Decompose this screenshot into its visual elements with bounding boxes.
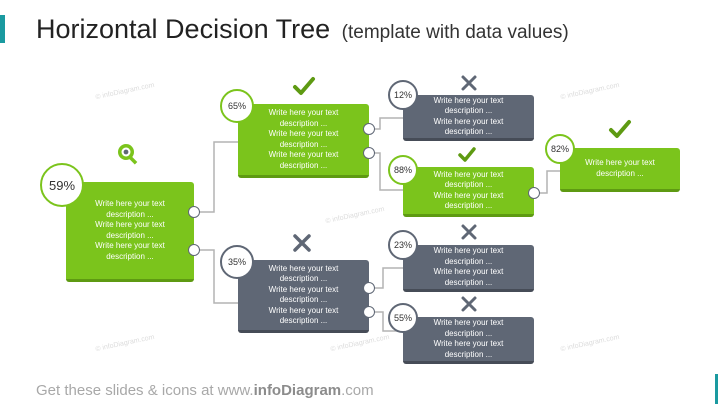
node-text: description ...: [444, 180, 493, 189]
connector-dot: [188, 244, 200, 256]
node-text: description ...: [279, 118, 328, 128]
footer-start: Get these slides & icons at www.: [36, 382, 254, 399]
node-text: Write here your text: [433, 95, 504, 105]
edge-accent-mark: [715, 374, 718, 404]
upper-b-node: Write here your text description ... Wri…: [403, 167, 534, 217]
percent-badge: 82%: [545, 134, 575, 164]
node-text: description ...: [279, 160, 328, 170]
connector-root-upper: [194, 141, 238, 213]
node-text: Write here your text: [95, 220, 165, 229]
node-text: description ...: [444, 328, 493, 338]
node-text: Write here your text: [433, 190, 504, 200]
node-text: description ...: [444, 106, 493, 115]
node-text: Write here your text: [268, 108, 339, 117]
node-text: Write here your text: [268, 284, 339, 294]
connector-dot: [363, 306, 375, 318]
percent-badge: 88%: [388, 155, 418, 185]
check-icon: [609, 120, 631, 138]
percent-badge: 23%: [388, 230, 418, 260]
node-text: description ...: [279, 139, 328, 149]
footer-text: Get these slides & icons at www.infoDiag…: [36, 382, 374, 399]
cross-icon: [461, 224, 477, 240]
node-text: description ...: [444, 201, 493, 210]
upper-node: Write here your text description ... Wri…: [238, 104, 369, 178]
node-text: Write here your text: [268, 305, 339, 315]
percent-badge: 35%: [220, 245, 254, 279]
connector-lower-a: [369, 267, 403, 289]
connector-dot: [363, 147, 375, 159]
percent-badge: 65%: [220, 89, 254, 123]
lower-a-node: Write here your text description ... Wri…: [403, 245, 534, 292]
root-node: Write here your text description ... Wri…: [66, 182, 194, 282]
title-main: Horizontal Decision Tree: [36, 14, 331, 44]
node-text: Write here your text: [433, 116, 504, 126]
node-text: Write here your text: [585, 158, 655, 167]
footer-brand: infoDiagram: [253, 382, 342, 399]
percent-badge: 55%: [388, 303, 418, 333]
node-text: Write here your text: [433, 318, 504, 327]
node-text: Write here your text: [433, 339, 504, 348]
node-text: Write here your text: [268, 129, 339, 138]
final-node: Write here your text description ...: [560, 148, 680, 192]
node-text: Write here your text: [95, 199, 165, 208]
node-text: Write here your text: [268, 150, 339, 159]
check-icon: [458, 147, 476, 162]
title-accent-bar: [0, 15, 5, 43]
node-text: description ...: [444, 349, 493, 359]
node-text: description ...: [106, 209, 154, 219]
search-icon: [118, 144, 138, 165]
cross-icon: [293, 234, 311, 252]
connector-dot: [363, 123, 375, 135]
node-text: Write here your text: [95, 241, 165, 250]
upper-a-node: Write here your text description ... Wri…: [403, 95, 534, 141]
node-text: description ...: [444, 256, 493, 266]
connector-dot: [528, 187, 540, 199]
node-text: description ...: [279, 274, 328, 283]
page-title: Horizontal Decision Tree (template with …: [36, 14, 569, 45]
node-text: description ...: [444, 277, 493, 287]
node-text: description ...: [106, 230, 154, 240]
percent-badge: 59%: [40, 163, 84, 207]
cross-icon: [461, 296, 477, 312]
node-text: Write here your text: [433, 246, 504, 255]
connector-dot: [363, 282, 375, 294]
node-text: description ...: [279, 316, 328, 325]
connector-b-final: [534, 170, 560, 194]
connector-lower-b: [369, 311, 403, 332]
title-subtitle: (template with data values): [341, 22, 569, 43]
connector-dot: [188, 206, 200, 218]
check-icon: [293, 77, 315, 95]
lower-node: Write here your text description ... Wri…: [238, 260, 369, 333]
percent-badge: 12%: [388, 80, 418, 110]
node-text: Write here your text: [268, 263, 339, 273]
node-text: description ...: [279, 295, 328, 304]
node-text: description ...: [106, 251, 154, 261]
connector-root-lower: [194, 249, 238, 304]
node-text: Write here your text: [433, 169, 504, 179]
footer-end: .com: [341, 382, 374, 399]
cross-icon: [461, 75, 477, 91]
lower-b-node: Write here your text description ... Wri…: [403, 317, 534, 364]
node-text: description ...: [596, 168, 644, 178]
node-text: Write here your text: [433, 267, 504, 276]
node-text: description ...: [444, 127, 493, 136]
